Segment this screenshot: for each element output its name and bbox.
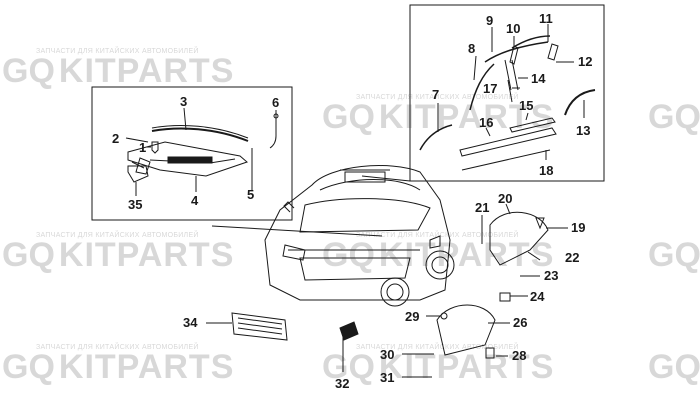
callout-30: 30 bbox=[380, 347, 395, 362]
part-24-bracket bbox=[499, 292, 511, 302]
moulding-group-frame bbox=[409, 4, 605, 182]
part-3-cowl-seal bbox=[151, 127, 249, 142]
callout-14: 14 bbox=[531, 71, 546, 86]
callout-2: 2 bbox=[112, 131, 120, 146]
part-18-bracket bbox=[461, 149, 551, 171]
watermark-logo-icon: GQ bbox=[648, 236, 700, 274]
part-14-channel bbox=[504, 59, 519, 91]
watermark-tagline: ЗАПЧАСТИ ДЛЯ КИТАЙСКИХ АВТОМОБИЛЕЙ bbox=[356, 94, 519, 101]
watermark-brand: KITPARTS bbox=[378, 98, 555, 136]
callout-22: 22 bbox=[565, 250, 580, 265]
callout-18: 18 bbox=[539, 163, 554, 178]
watermark-7: GQ bbox=[648, 98, 700, 137]
part-34-grille bbox=[231, 312, 288, 341]
part-9-roof-seal bbox=[484, 41, 549, 63]
callout-6: 6 bbox=[272, 95, 280, 110]
part-4-cowl-panel bbox=[127, 141, 248, 177]
cowl-group-frame bbox=[91, 86, 293, 221]
part-16-sill-moulding bbox=[459, 127, 557, 157]
callout-32: 32 bbox=[335, 376, 350, 391]
callout-3: 3 bbox=[180, 94, 188, 109]
watermark-logo-icon: GQ bbox=[322, 348, 375, 386]
callout-26: 26 bbox=[513, 315, 528, 330]
callout-1: 1 bbox=[139, 140, 147, 155]
part-12-trim bbox=[547, 43, 559, 61]
watermark-logo-icon: GQ bbox=[322, 98, 375, 136]
part-29-clip bbox=[440, 312, 448, 320]
part-1-clip bbox=[151, 141, 159, 154]
watermark-brand: KITPARTS bbox=[58, 236, 235, 274]
part-7-strip bbox=[419, 124, 453, 151]
callout-4: 4 bbox=[191, 193, 199, 208]
callout-35: 35 bbox=[128, 197, 143, 212]
callout-8: 8 bbox=[468, 41, 476, 56]
part-6-hose bbox=[269, 116, 277, 149]
part-4-grille-slot bbox=[167, 156, 213, 164]
callout-7: 7 bbox=[432, 87, 440, 102]
watermark-logo-icon: GQ bbox=[2, 52, 55, 90]
callout-11: 11 bbox=[539, 11, 553, 26]
part-26-rear-liner bbox=[436, 304, 496, 356]
watermark-logo-icon: GQ bbox=[2, 236, 55, 274]
part-28-mud-flap bbox=[485, 347, 495, 359]
watermark-brand: KITPARTS bbox=[58, 348, 235, 386]
callout-16: 16 bbox=[479, 115, 494, 130]
callout-23: 23 bbox=[544, 268, 559, 283]
part-17-channel bbox=[507, 79, 513, 103]
callout-28: 28 bbox=[512, 348, 527, 363]
watermark-tagline: ЗАПЧАСТИ ДЛЯ КИТАЙСКИХ АВТОМОБИЛЕЙ bbox=[36, 232, 199, 239]
part-15-sill-moulding bbox=[509, 117, 556, 133]
part-13-fender-flare bbox=[564, 89, 596, 116]
watermark-logo-icon: GQ bbox=[322, 236, 375, 274]
part-19-clip bbox=[535, 217, 545, 230]
callout-17: 17 bbox=[483, 81, 498, 96]
callout-15: 15 bbox=[519, 98, 534, 113]
part-20-wheel-liner bbox=[489, 211, 549, 266]
watermark-tagline: ЗАПЧАСТИ ДЛЯ КИТАЙСКИХ АВТОМОБИЛЕЙ bbox=[36, 48, 199, 55]
watermark-tagline: ЗАПЧАСТИ ДЛЯ КИТАЙСКИХ АВТОМОБИЛЕЙ bbox=[356, 344, 519, 351]
callout-5: 5 bbox=[247, 187, 255, 202]
watermark-brand: KITPARTS bbox=[58, 52, 235, 90]
callout-9: 9 bbox=[486, 13, 494, 28]
callout-21: 21 bbox=[475, 200, 490, 215]
watermark-logo-icon: GQ bbox=[2, 348, 55, 386]
callout-34: 34 bbox=[183, 315, 198, 330]
callout-31: 31 bbox=[380, 370, 395, 385]
watermark-logo-icon: GQ bbox=[648, 98, 700, 136]
watermark-logo-icon: GQ bbox=[648, 348, 700, 386]
callout-12: 12 bbox=[578, 54, 593, 69]
watermark-tagline: ЗАПЧАСТИ ДЛЯ КИТАЙСКИХ АВТОМОБИЛЕЙ bbox=[356, 232, 519, 239]
callout-29: 29 bbox=[405, 309, 420, 324]
vehicle-body bbox=[264, 165, 455, 307]
watermark-tagline: ЗАПЧАСТИ ДЛЯ КИТАЙСКИХ АВТОМОБИЛЕЙ bbox=[36, 344, 199, 351]
part-35-end-cap bbox=[127, 165, 149, 183]
part-8-pillar bbox=[469, 63, 495, 111]
callout-10: 10 bbox=[506, 21, 521, 36]
watermark-8: GQ bbox=[648, 236, 700, 275]
watermark-9: GQ bbox=[648, 348, 700, 387]
callout-19: 19 bbox=[571, 220, 586, 235]
callout-20: 20 bbox=[498, 191, 513, 206]
callout-13: 13 bbox=[576, 123, 591, 138]
callout-24: 24 bbox=[530, 289, 545, 304]
